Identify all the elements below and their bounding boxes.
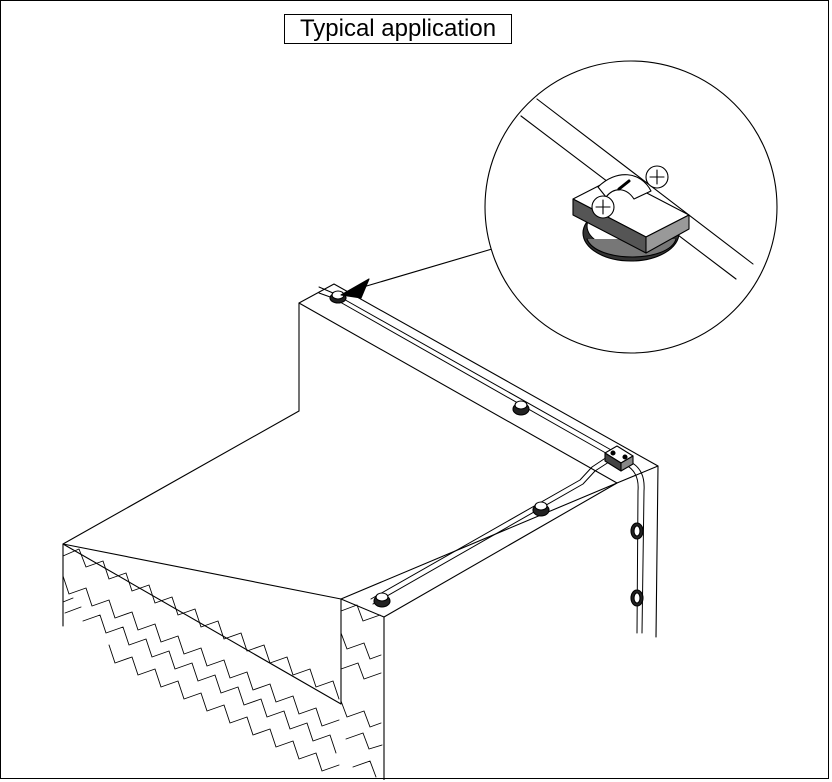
callout-leader (340, 248, 493, 299)
wall-clip-1 (630, 522, 644, 540)
clip-2 (512, 400, 530, 416)
wall-clip-2 (630, 589, 644, 607)
brick-hatch-right (340, 604, 383, 778)
connector-corner (604, 445, 634, 472)
parapet-right-face (340, 465, 659, 638)
clip-4 (373, 592, 391, 608)
clip-3 (532, 501, 550, 517)
detail-circle (484, 60, 778, 354)
wall-front-face (340, 482, 618, 780)
roof-slab (62, 410, 342, 705)
drawing-title: Typical application (284, 14, 512, 44)
brick-hatch-left (62, 548, 340, 772)
clip-1 (329, 290, 347, 304)
